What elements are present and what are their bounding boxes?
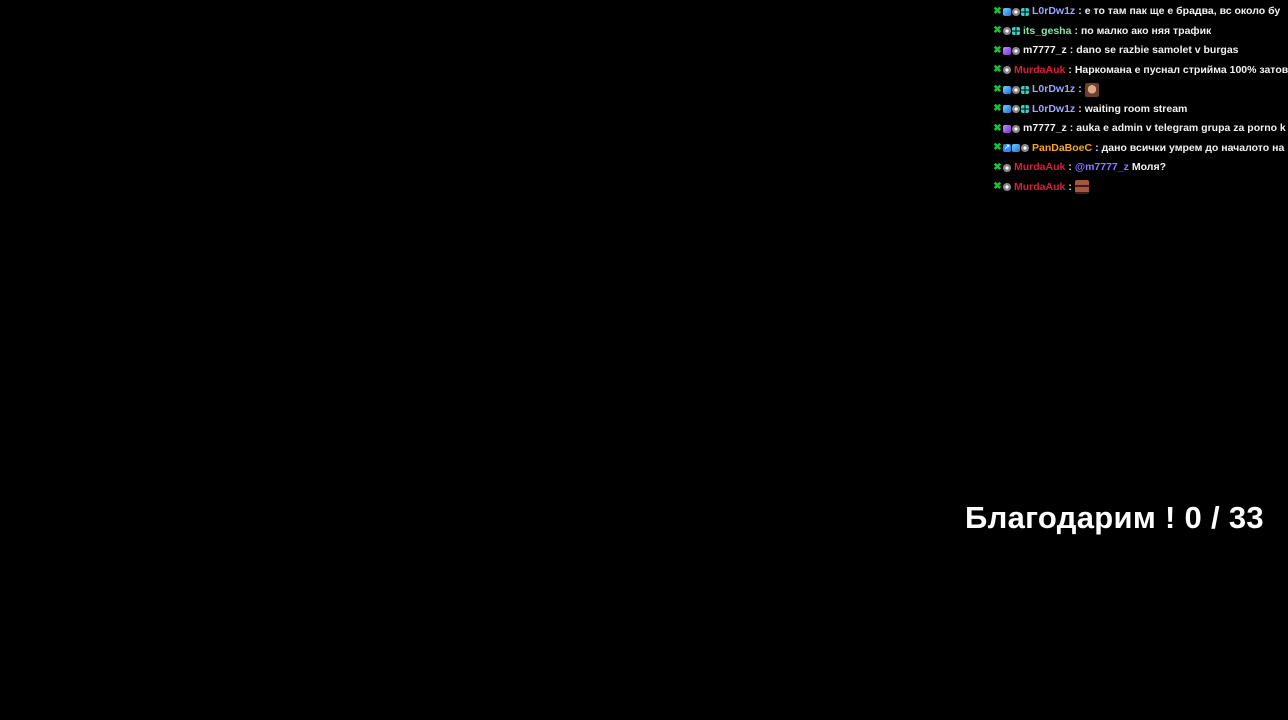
chat-message-text: по малко ако няя трафик [1080,24,1212,37]
chat-username[interactable]: m7777_z [1023,44,1067,56]
badge-group: ✖ [993,65,1011,75]
badge-group: ✖ [993,182,1011,192]
chat-separator: : [1078,5,1082,17]
clock-badge-icon [1003,163,1011,172]
grid-badge-icon [1021,7,1029,16]
moderator-badge-icon: ✖ [993,181,1002,193]
chat-username[interactable]: PanDaBoeC [1032,141,1093,154]
chat-message: ✖ m7777_z:dano se razbie samolet v burgas [993,41,1280,61]
donation-counter: Благодарим ! 0 / 33 [965,500,1264,535]
cube-badge-icon [1012,144,1020,153]
clock-badge-icon [1012,124,1020,133]
badge-group: ✖ [993,83,1029,95]
chat-separator: : [1074,24,1078,37]
chat-username[interactable]: L0rDw1z [1032,83,1076,95]
moderator-badge-icon: ✖ [993,44,1002,56]
chat-username[interactable]: L0rDw1z [1032,5,1076,17]
chat-message-text: dano se razbie samolet v burgas [1076,44,1239,56]
chat-username[interactable]: m7777_z [1023,122,1067,134]
chat-message: ✖ its_gesha:по малко ако няя трафик [993,22,1280,42]
chat-separator: : [1068,63,1072,76]
chat-message: ✖ MurdaAuk:Наркомана е пуснал стрийма 100… [993,61,1288,81]
chat-message-text: Наркомана е пуснал стрийма 100% затов [1074,63,1288,76]
moderator-badge-icon: ✖ [993,161,1002,173]
badge-group: ✖↗ [993,143,1029,153]
chat-message: ✖ MurdaAuk: [993,178,1280,198]
chat-separator: : [1078,83,1082,95]
moderator-badge-icon: ✖ [993,103,1002,115]
chat-message-text: waiting room stream [1084,102,1188,115]
grid-badge-icon [1012,27,1020,36]
cube-badge-icon [1003,105,1011,114]
clock-badge-icon [1021,144,1029,153]
clock-badge-icon [1003,27,1011,36]
moderator-badge-icon: ✖ [993,142,1002,154]
moderator-badge-icon: ✖ [993,64,1002,76]
chat-message: ✖ L0rDw1z:е то там пак ще е брадва, вс ок… [993,2,1280,22]
grid-badge-icon [1021,105,1029,114]
chat-message: ✖ L0rDw1z:waiting room stream [993,100,1280,120]
cube-badge-icon [1003,85,1011,94]
cube-badge-icon [1003,7,1011,16]
moderator-badge-icon: ✖ [993,25,1002,37]
chat-message: ✖ m7777_z:auka e admin v telegram grupa z… [993,119,1285,139]
badge-group: ✖ [993,44,1020,56]
chat-separator: : [1069,44,1074,56]
moderator-badge-icon: ✖ [993,5,1002,17]
chat-message-text: дано всички умрем до началото на [1101,141,1285,154]
clock-badge-icon [1012,46,1020,55]
chat-separator: : [1078,102,1082,115]
badge-group: ✖ [993,161,1011,173]
chat-separator: : [1095,141,1099,154]
clock-badge-icon [1012,7,1020,16]
chat-username[interactable]: MurdaAuk [1014,161,1066,173]
chat-message: ✖↗PanDaBoeC:дано всички умрем до началот… [993,139,1284,159]
clock-badge-icon [1012,105,1020,114]
brick-emote-icon [1074,180,1089,195]
chat-separator: : [1068,180,1072,193]
face-emote-icon [1084,82,1099,97]
badge-group: ✖ [993,104,1029,114]
purple-badge-icon [1003,46,1011,55]
chat-username[interactable]: its_gesha [1023,24,1072,37]
chat-message-text: Моля? [1131,161,1166,173]
chat-overlay: ✖L0rDw1z:е то там пак ще е брадва, вс ок… [993,2,1288,202]
chat-mention[interactable]: @m7777_z [1074,161,1129,173]
chat-username[interactable]: MurdaAuk [1014,63,1066,76]
chat-username[interactable]: MurdaAuk [1014,180,1066,193]
badge-group: ✖ [993,26,1020,36]
chat-message-text: auka e admin v telegram grupa za porno k [1076,122,1286,134]
chat-separator: : [1068,161,1072,173]
chat-message-text: е то там пак ще е брадва, вс около бу [1084,5,1281,17]
clock-badge-icon [1003,183,1011,192]
clock-badge-icon [1012,85,1020,94]
grid-badge-icon [1021,85,1029,94]
chat-message: ✖ L0rDw1z: [993,80,1280,100]
moderator-badge-icon: ✖ [993,83,1002,95]
purple-badge-icon [1003,124,1011,133]
badge-group: ✖ [993,5,1029,17]
badge-group: ✖ [993,122,1020,134]
arrow-badge-icon: ↗ [1003,144,1011,153]
chat-separator: : [1069,122,1074,134]
chat-username[interactable]: L0rDw1z [1032,102,1076,115]
clock-badge-icon [1003,66,1011,75]
moderator-badge-icon: ✖ [993,122,1002,134]
